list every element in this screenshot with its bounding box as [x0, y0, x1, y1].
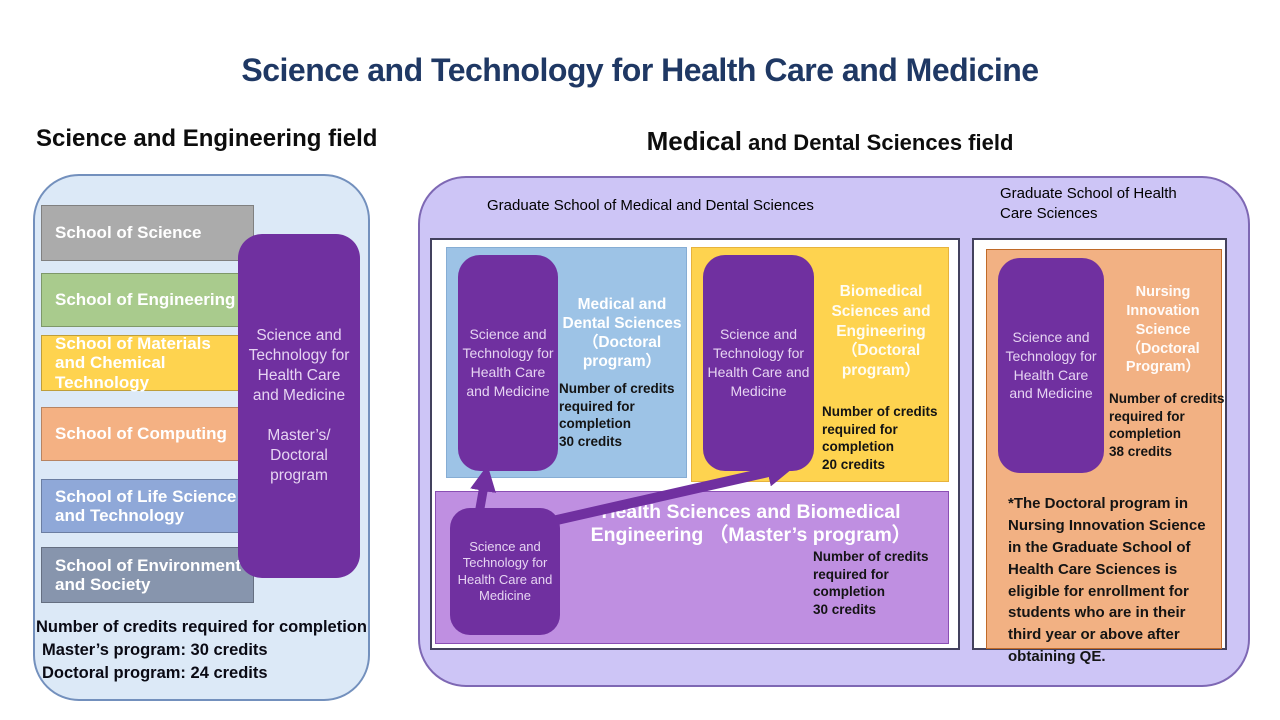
nursing-note: *The Doctoral program in Nursing Innovat…	[1008, 495, 1206, 666]
medical-dental-credits-value: 30 credits	[559, 433, 623, 449]
biomedical-credits-label: Number of credits required for completio…	[822, 404, 938, 455]
right-field-heading: Medical and Dental Sciences field	[600, 126, 1060, 157]
left-credits-masters: Master’s program: 30 credits	[42, 640, 268, 659]
health-sciences-credits: Number of credits required for completio…	[813, 548, 941, 618]
biomedical-program-box: Science and Technology for Health Care a…	[691, 247, 949, 482]
left-credits-heading: Number of credits required for completio…	[36, 618, 367, 636]
stm-pill-health-sciences: Science and Technology for Health Care a…	[450, 508, 560, 635]
medical-dental-container: Science and Technology for Health Care a…	[430, 238, 960, 650]
health-care-sciences-container: Science and Technology for Health Care a…	[972, 238, 1227, 665]
nursing-program-box: Science and Technology for Health Care a…	[986, 249, 1225, 665]
nursing-credits-value: 38 credits	[1109, 443, 1173, 459]
nursing-credits: Number of credits required for completio…	[1109, 390, 1225, 460]
school-box-science: School of Science	[41, 205, 254, 261]
school-box-life-science: School of Life Science and Technology	[41, 479, 254, 533]
stm-pill-title: Science and Technology for Health Care a…	[248, 326, 350, 404]
school-box-materials-chemical: School of Materials and Chemical Technol…	[41, 334, 254, 392]
nursing-credits-label: Number of credits required for completio…	[1109, 391, 1225, 442]
biomedical-title: Biomedical Sciences and Engineering （Doc…	[831, 283, 931, 380]
left-credits-note: Number of credits required for completio…	[36, 616, 367, 684]
medical-dental-title: Medical and Dental Sciences （Doctoral pr…	[562, 296, 682, 370]
health-sciences-credits-value: 30 credits	[813, 601, 877, 617]
school-box-engineering: School of Engineering	[41, 273, 254, 327]
health-sciences-credits-label: Number of credits required for completio…	[813, 549, 929, 600]
stm-pill-program-type: Master’s/ Doctoral program	[267, 427, 331, 485]
page-title: Science and Technology for Health Care a…	[241, 52, 1039, 88]
grad-school-health-care-label: Graduate School of Health Care Sciences	[1000, 185, 1177, 222]
medical-dental-program-box: Science and Technology for Health Care a…	[446, 247, 687, 478]
left-credits-doctoral: Doctoral program: 24 credits	[42, 663, 268, 682]
school-box-computing: School of Computing	[41, 407, 254, 461]
biomedical-credits: Number of credits required for completio…	[822, 403, 944, 473]
nursing-title: Nursing Innovation Science （Doctoral Pro…	[1125, 284, 1201, 376]
medical-dental-credits: Number of credits required for completio…	[559, 380, 685, 450]
health-sciences-program-box: Science and Technology for Health Care a…	[435, 491, 949, 644]
right-field-heading-rest: and Dental Sciences field	[741, 130, 1014, 155]
right-field-heading-bold: Medical	[646, 126, 742, 156]
medical-dental-credits-label: Number of credits required for completio…	[559, 381, 675, 432]
stm-pill-medical-dental: Science and Technology for Health Care a…	[458, 255, 558, 471]
school-box-environment-society: School of Environment and Society	[41, 547, 254, 603]
stm-pill-biomedical: Science and Technology for Health Care a…	[703, 255, 814, 471]
grad-school-medical-dental-label: Graduate School of Medical and Dental Sc…	[487, 197, 814, 214]
biomedical-credits-value: 20 credits	[822, 456, 886, 472]
stm-pill-nursing: Science and Technology for Health Care a…	[998, 258, 1104, 473]
left-field-heading: Science and Engineering field	[36, 125, 378, 152]
health-sciences-title: Health Sciences and Biomedical Engineeri…	[590, 501, 912, 546]
stm-program-pill-left: Science and Technology for Health Care a…	[238, 234, 360, 578]
